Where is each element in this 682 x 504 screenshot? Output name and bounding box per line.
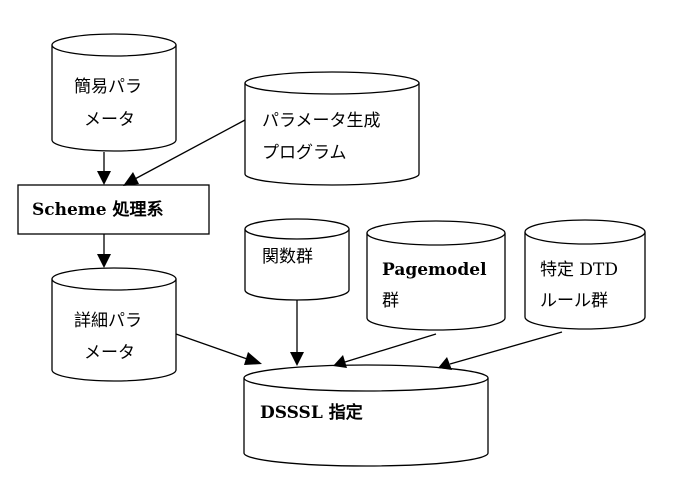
arrow-functions-to-dsssl [290,300,304,366]
detail-params-label-1: 詳細パラ [74,311,142,331]
arrow-detail-to-dsssl [175,333,262,365]
simple-params-label-1: 簡易パラ [74,77,142,97]
param-gen-label-2: プログラム [262,143,347,163]
pagemodel-cylinder: Pagemodel 群 [366,220,506,331]
pagemodel-label-1: Pagemodel [382,260,487,280]
arrow-dtd-to-dsssl [438,331,563,370]
dtd-rules-label-1: 特定 DTD [540,260,618,280]
dsssl-label: DSSSL 指定 [260,402,363,423]
functions-cylinder: 関数群 [244,218,350,301]
simple-params-cylinder: 簡易パラ メータ [51,33,177,152]
functions-label: 関数群 [262,247,313,267]
param-gen-cylinder: パラメータ生成 プログラム [244,71,420,186]
arrow-paramgen-to-scheme [123,119,246,186]
dsssl-cylinder: DSSSL 指定 [243,364,489,467]
pagemodel-label-2: 群 [382,291,399,311]
arrow-pagemodel-to-dsssl [333,333,437,368]
detail-params-label-2: メータ [84,343,135,363]
dtd-rules-label-2: ルール群 [540,291,608,311]
simple-params-label-2: メータ [84,110,135,130]
detail-params-cylinder: 詳細パラ メータ [51,267,177,382]
scheme-processor-label: Scheme 処理系 [32,200,164,220]
arrow-simple-to-scheme [97,152,111,185]
arrow-scheme-to-detail [97,234,111,268]
dtd-rules-cylinder: 特定 DTD ルール群 [524,219,646,330]
param-gen-label-1: パラメータ生成 [262,111,381,131]
scheme-processor-box: Scheme 処理系 [17,184,210,235]
